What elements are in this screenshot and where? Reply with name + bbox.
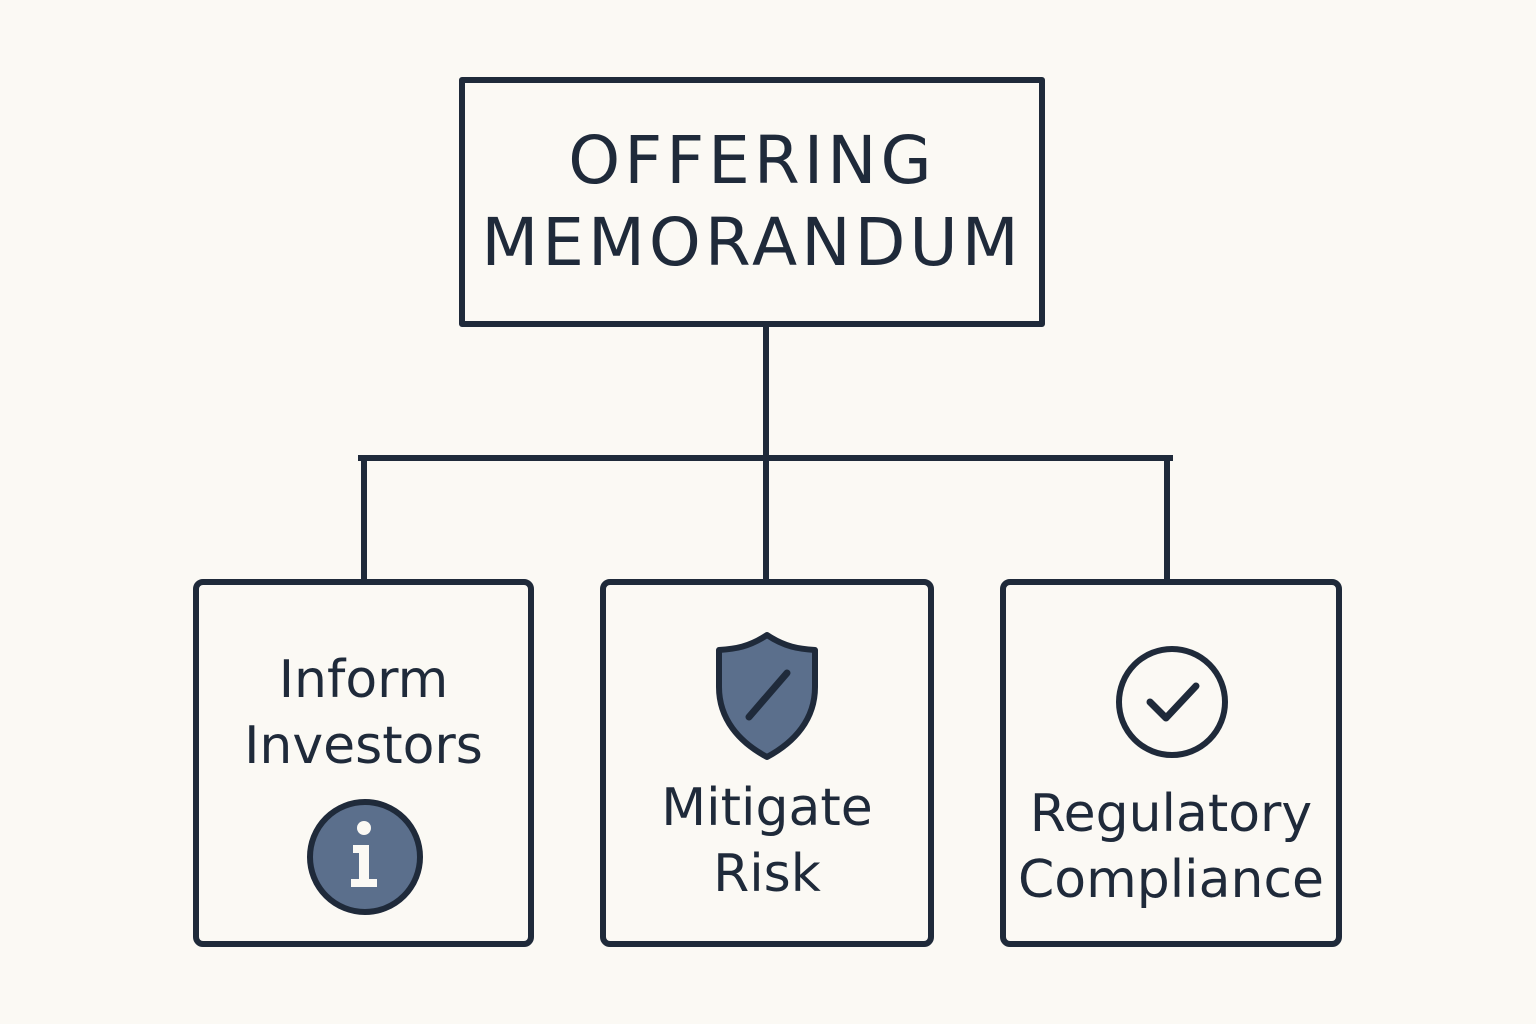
label-line-1: Inform [278, 650, 449, 710]
offering-memorandum-box: OFFERING MEMORANDUM [459, 77, 1045, 327]
mitigate-risk-label: Mitigate Risk [606, 775, 928, 907]
label-line-1: Regulatory [1029, 784, 1313, 844]
label-line-2: Investors [244, 716, 483, 776]
check-circle-icon [1116, 646, 1228, 758]
inform-investors-label: Inform Investors [199, 647, 528, 779]
regulatory-compliance-box: Regulatory Compliance [1000, 579, 1342, 947]
label-line-2: Compliance [1017, 850, 1325, 910]
info-icon [307, 799, 423, 915]
inform-investors-box: Inform Investors [193, 579, 534, 947]
label-line-1: Mitigate [661, 778, 873, 838]
label-line-2: Risk [713, 844, 821, 904]
regulatory-compliance-label: Regulatory Compliance [1006, 781, 1336, 913]
shield-icon [716, 632, 818, 760]
mitigate-risk-box: Mitigate Risk [600, 579, 934, 947]
root-title-line-2: MEMORANDUM [481, 204, 1023, 281]
root-title-line-1: OFFERING [568, 122, 936, 199]
